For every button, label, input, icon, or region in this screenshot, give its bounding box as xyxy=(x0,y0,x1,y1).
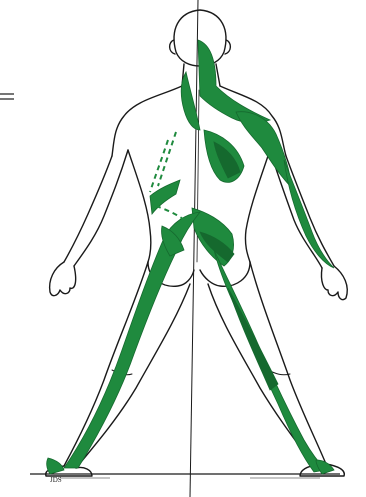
artist-signature: JDS xyxy=(50,476,62,484)
dashed-muscle-lines xyxy=(150,132,190,224)
highlighted-muscles xyxy=(47,40,334,474)
margin-mark xyxy=(0,94,14,99)
